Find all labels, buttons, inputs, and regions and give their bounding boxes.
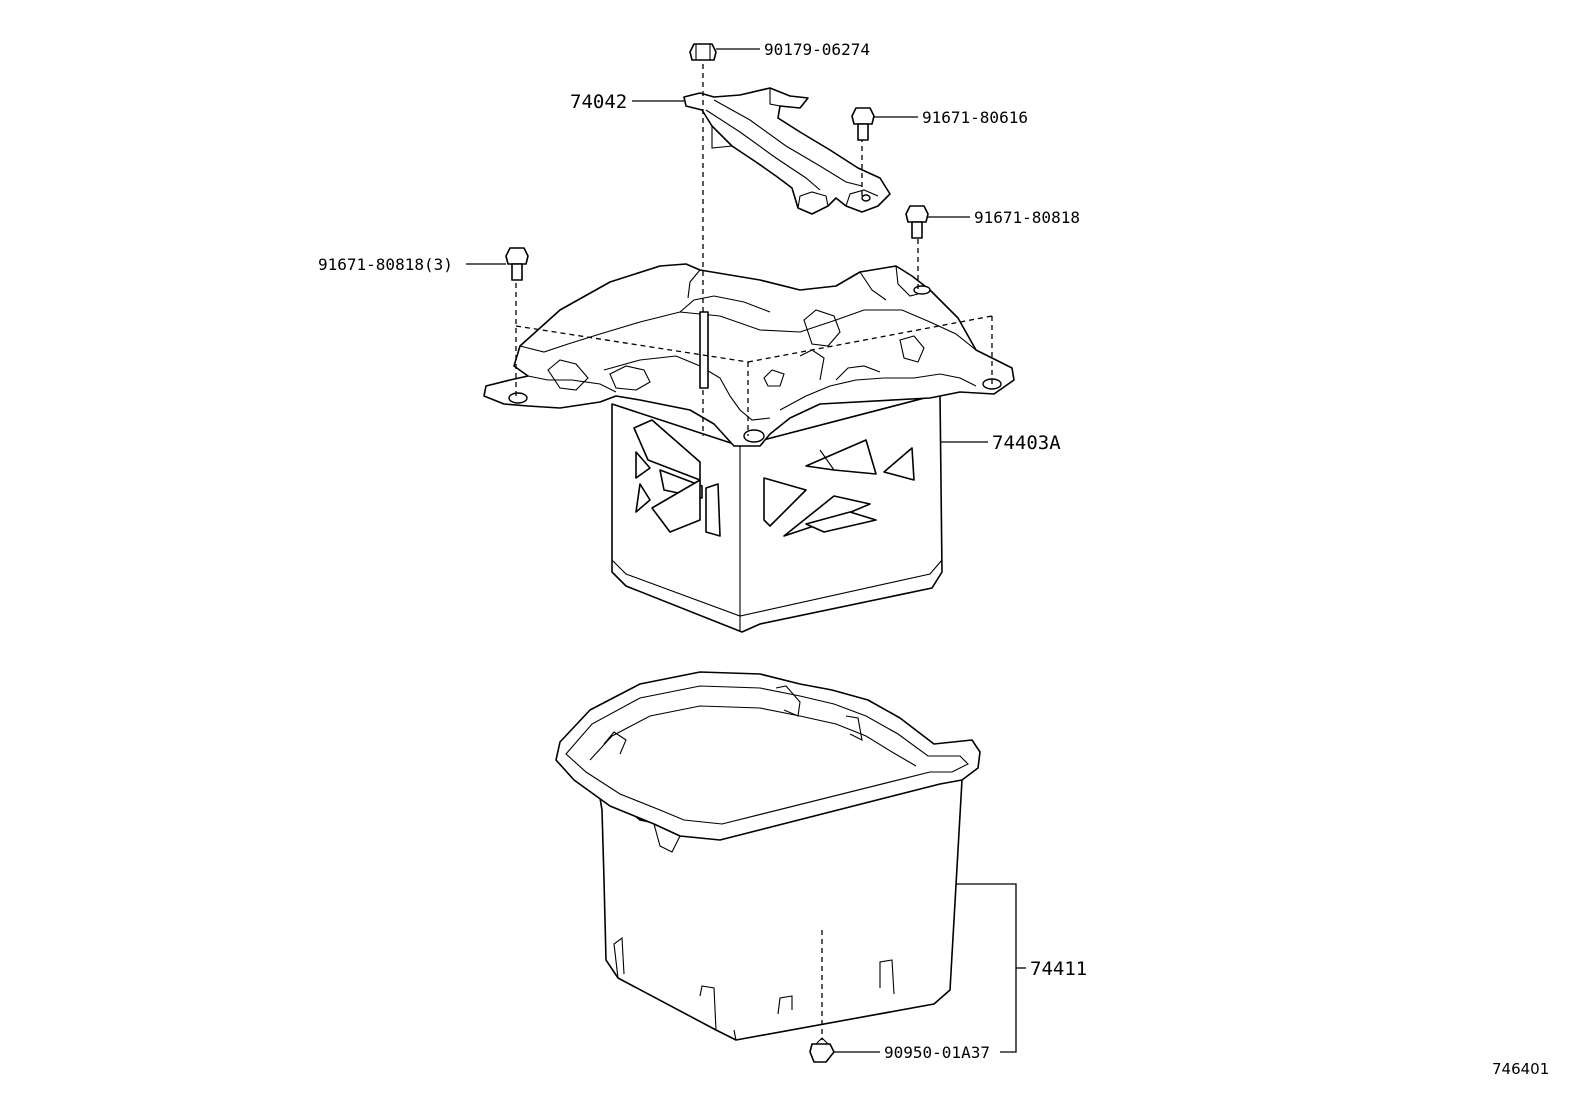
- callout-bolt-left: 91671-80818(3): [318, 255, 453, 274]
- flange-bolt-icon: [851, 107, 875, 141]
- clip-icon: [809, 1037, 835, 1063]
- tray-74411: [555, 671, 981, 1041]
- flange-bolt-icon: [905, 205, 929, 239]
- illustration-number: 746401: [1492, 1060, 1549, 1078]
- callout-bracket: 74042: [570, 91, 627, 113]
- flange-bolt-icon: [505, 247, 529, 281]
- callout-tray: 74411: [1030, 958, 1087, 980]
- bracket-74042: [683, 87, 891, 215]
- callout-carrier: 74403A: [992, 432, 1061, 454]
- callout-bolt-bracket: 91671-80616: [922, 108, 1028, 127]
- flange-nut-icon: [689, 43, 717, 61]
- callout-clip: 90950-01A37: [884, 1043, 990, 1062]
- assembly-lines: [515, 64, 993, 1040]
- callout-bolt-top: 90179-06274: [764, 40, 870, 59]
- callout-bolt-right: 91671-80818: [974, 208, 1080, 227]
- carrier-74403A: [483, 263, 1015, 633]
- leader-lines: [466, 48, 1026, 1053]
